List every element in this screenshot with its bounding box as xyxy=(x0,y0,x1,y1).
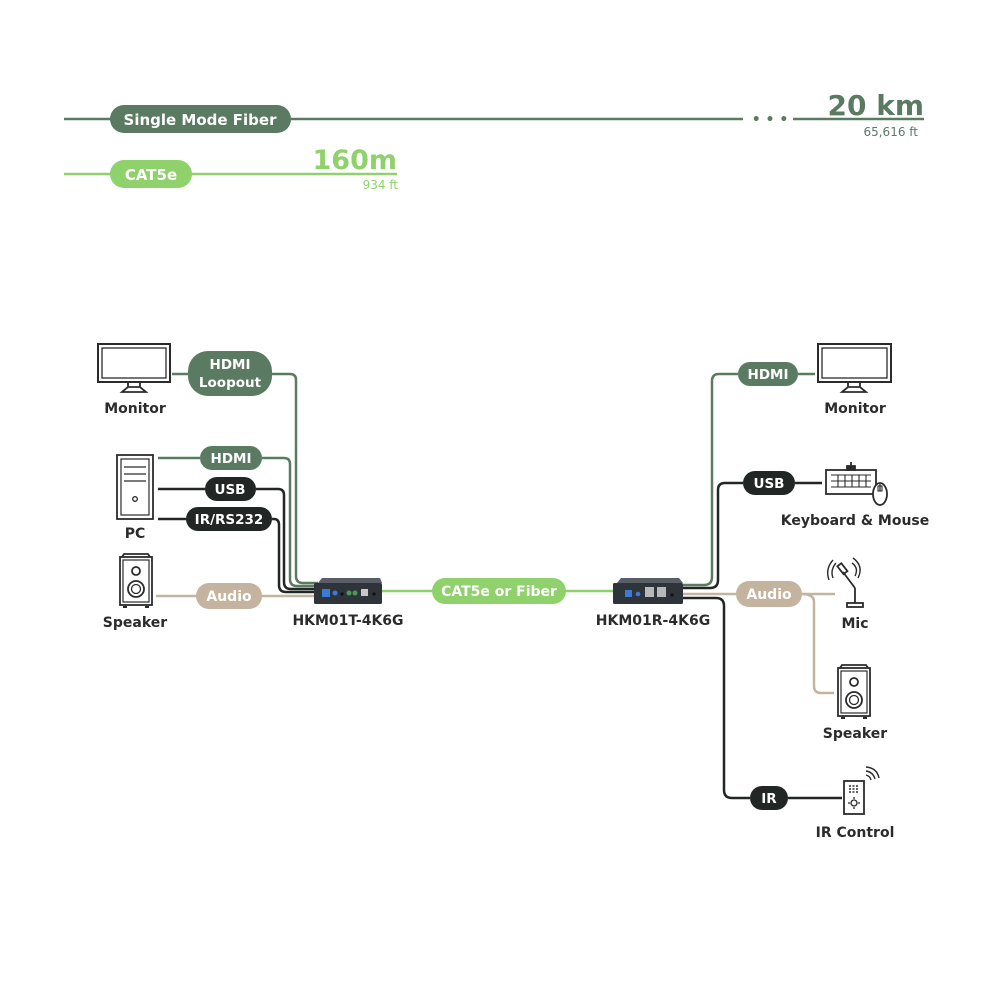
monitor-left-label: Monitor xyxy=(104,401,166,417)
transmitter-model: HKM01T-4K6G xyxy=(292,613,403,629)
cat5e-pill xyxy=(110,160,192,188)
pc-label: PC xyxy=(125,526,146,542)
audio-port-icon xyxy=(346,590,352,596)
monitor-icon xyxy=(97,343,171,393)
pill-audio xyxy=(196,583,262,609)
pill-hdmi xyxy=(200,446,262,470)
cat5e-distance-ft: 934 ft xyxy=(363,178,399,192)
pill-usb-out-label: USB xyxy=(754,476,785,492)
pill-usb-out xyxy=(743,471,795,495)
button-icon xyxy=(635,591,641,597)
transmitter-pills: HDMI Loopout HDMI USB IR/RS232 Audio xyxy=(186,351,272,609)
speaker-icon xyxy=(119,553,153,608)
fiber-distance: 20 km xyxy=(827,89,924,122)
cat5e-pill-label: CAT5e xyxy=(125,166,177,184)
pill-ir-rs232 xyxy=(186,507,272,531)
cable-usb xyxy=(158,487,318,591)
cable-hdmi-out xyxy=(683,372,815,587)
pc-tower-icon xyxy=(116,454,154,520)
mic: Mic xyxy=(826,557,869,632)
pill-hdmi-out-label: HDMI xyxy=(748,367,789,383)
cable-hdmi-loopout xyxy=(172,372,318,585)
receiver-model: HKM01R-4K6G xyxy=(596,613,710,629)
speaker-right: Speaker xyxy=(823,664,887,742)
mic-label: Mic xyxy=(841,616,868,632)
speaker-left-label: Speaker xyxy=(103,615,167,631)
receiver-unit[interactable]: HKM01R-4K6G xyxy=(596,578,710,629)
pill-hdmi-label: HDMI xyxy=(211,451,252,467)
monitor-right-label: Monitor xyxy=(824,401,886,417)
remote-control-icon xyxy=(843,766,880,815)
pill-ir-rs232-label: IR/RS232 xyxy=(195,512,264,528)
fiber-pill-label: Single Mode Fiber xyxy=(124,111,278,129)
link-pill xyxy=(432,578,566,604)
receiver-cables xyxy=(683,372,842,800)
speaker-left: Speaker xyxy=(103,553,167,631)
pill-usb xyxy=(205,477,256,501)
cable-hdmi xyxy=(158,456,318,588)
ellipsis: • • • xyxy=(752,112,789,128)
microphone-icon xyxy=(826,557,864,608)
speaker-icon xyxy=(837,664,871,719)
pill-ir-out xyxy=(750,786,788,810)
keyboard-mouse-icon xyxy=(825,462,888,506)
ir-control: IR Control xyxy=(816,766,895,841)
cat5e-distance: 160m xyxy=(313,145,398,176)
usb-a-port-icon xyxy=(645,587,654,597)
cable-usb-out xyxy=(683,481,822,590)
usb-a-port-icon xyxy=(657,587,666,597)
usb-port-icon xyxy=(625,590,632,597)
monitor-right: Monitor xyxy=(817,343,892,417)
cat5e-distance-row: CAT5e 160m 934 ft xyxy=(64,145,398,192)
pill-hdmi-loopout-line2: Loopout xyxy=(199,375,262,391)
fiber-distance-row: Single Mode Fiber • • • 20 km 65,616 ft xyxy=(64,89,924,139)
keyboard-mouse: Keyboard & Mouse xyxy=(781,462,930,529)
fiber-pill xyxy=(110,105,291,133)
pill-audio-out-label: Audio xyxy=(746,587,792,603)
pill-usb-label: USB xyxy=(215,482,246,498)
pill-audio-label: Audio xyxy=(206,589,252,605)
pill-audio-out xyxy=(736,581,802,607)
cable-audio-speaker xyxy=(801,592,834,695)
pc-left: PC xyxy=(116,454,154,542)
usb-port-icon xyxy=(322,589,330,597)
transmitter-unit[interactable]: HKM01T-4K6G xyxy=(292,578,404,629)
pill-hdmi-loopout xyxy=(188,351,272,396)
monitor-left: Monitor xyxy=(97,343,171,417)
speaker-right-label: Speaker xyxy=(823,726,887,742)
ir-control-label: IR Control xyxy=(816,825,895,841)
monitor-icon xyxy=(817,343,892,393)
pill-ir-out-label: IR xyxy=(761,791,777,807)
keyboard-mouse-label: Keyboard & Mouse xyxy=(781,513,930,529)
button-icon xyxy=(332,590,338,596)
pill-hdmi-out xyxy=(738,362,798,386)
receiver-pills: HDMI USB Audio IR xyxy=(736,362,802,810)
pill-hdmi-loopout-line1: HDMI xyxy=(210,357,251,373)
fiber-distance-ft: 65,616 ft xyxy=(863,125,918,139)
link-pill-label: CAT5e or Fiber xyxy=(441,584,557,600)
usb-b-port-icon xyxy=(361,589,368,596)
cable-ir-out xyxy=(683,596,842,800)
cable-ir-rs232 xyxy=(158,517,318,594)
